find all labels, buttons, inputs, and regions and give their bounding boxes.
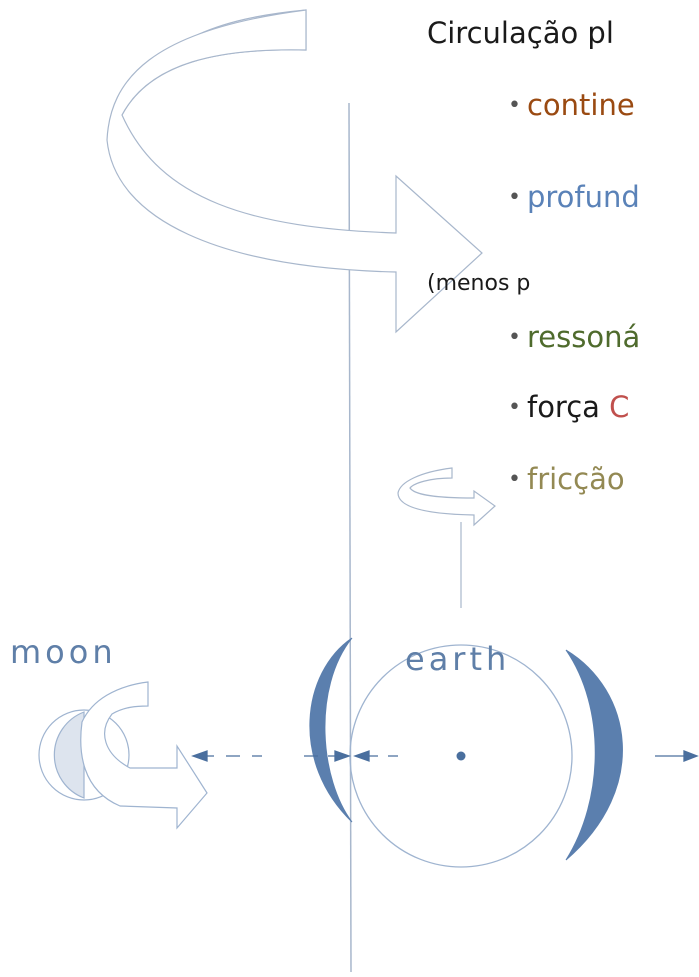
diagram-title: Circulação pl [427, 16, 614, 50]
earth-bulge-left [309, 637, 353, 823]
moon-orbit-arrow-icon [80, 681, 208, 830]
note-text: (menos p [427, 271, 531, 296]
earth-rotation-arrow-icon [397, 467, 496, 527]
bullet-friction: •fricção [508, 462, 625, 496]
system-rotation-arrow-icon [106, 9, 483, 334]
moon-circle [38, 709, 130, 801]
moon-label: moon [10, 633, 117, 671]
earth-label: earth [405, 640, 511, 678]
bullet-continents: •contine [508, 88, 635, 122]
bullet-resonance: •ressoná [508, 320, 641, 354]
bullet-coriolis-force: •força C [508, 390, 630, 424]
bullet-depth: •profund [508, 180, 640, 214]
earth-bulge-right [565, 649, 623, 861]
moon-shaded-half [53, 711, 85, 799]
earth-center-dot [456, 751, 466, 761]
force-arrows [191, 750, 699, 762]
